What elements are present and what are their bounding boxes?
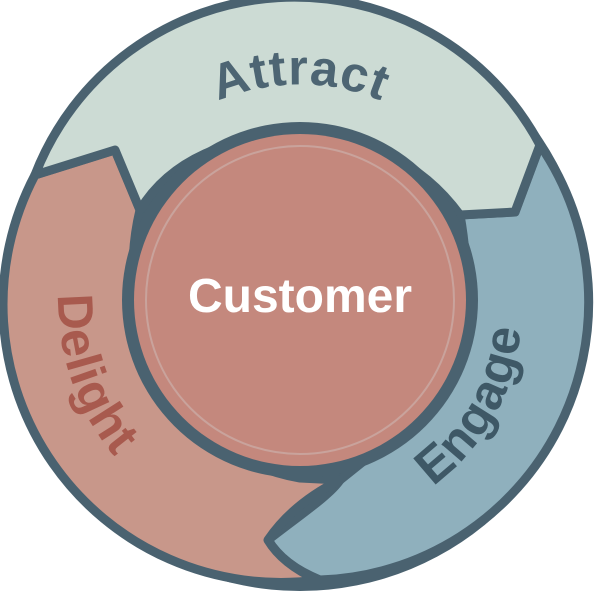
center-label: Customer xyxy=(188,270,412,323)
center-hub-inner-ring xyxy=(145,145,455,455)
center-hub xyxy=(134,134,466,466)
